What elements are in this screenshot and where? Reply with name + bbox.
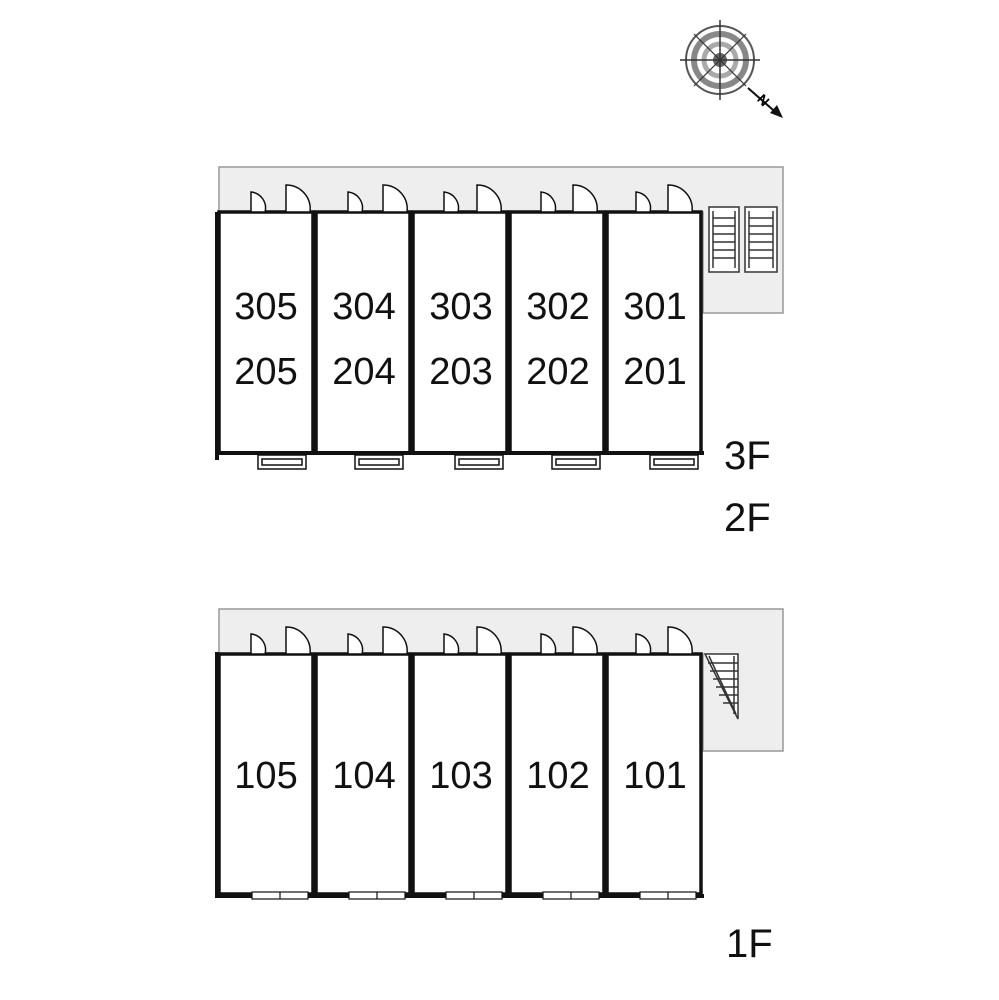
lower-doors xyxy=(250,626,693,655)
upper-doors xyxy=(250,184,693,213)
unit-label: 103 xyxy=(429,755,492,797)
unit-101 xyxy=(605,652,703,896)
unit-302-202 xyxy=(508,210,606,455)
unit-label-top: 302 xyxy=(526,286,589,328)
unit-105 xyxy=(217,652,315,896)
unit-303-203 xyxy=(411,210,509,455)
floor-label-2f: 2F xyxy=(724,496,771,540)
unit-label-top: 301 xyxy=(623,286,686,328)
floor-label-3f: 3F xyxy=(724,434,771,478)
unit-label-bottom: 202 xyxy=(526,351,589,393)
unit-label-bottom: 204 xyxy=(332,351,395,393)
unit-label-bottom: 201 xyxy=(623,351,686,393)
unit-304-204 xyxy=(314,210,412,455)
unit-label-bottom: 203 xyxy=(429,351,492,393)
floor-label-1f: 1F xyxy=(726,922,773,966)
unit-103 xyxy=(411,652,509,896)
unit-label: 104 xyxy=(332,755,395,797)
unit-301-201 xyxy=(605,210,703,455)
unit-label-top: 304 xyxy=(332,286,395,328)
unit-label: 101 xyxy=(623,755,686,797)
upper-block: 305 205 304 204 303 203 302 202 301 201 … xyxy=(215,166,784,540)
unit-label: 105 xyxy=(234,755,297,797)
unit-label-top: 305 xyxy=(234,286,297,328)
unit-305-205 xyxy=(217,210,315,455)
lower-windows xyxy=(251,891,697,900)
lower-block: 105 104 103 102 101 1F xyxy=(215,608,784,966)
upper-balconies xyxy=(257,454,699,470)
unit-label-bottom: 205 xyxy=(234,351,297,393)
lower-stairs xyxy=(703,653,739,720)
compass-icon: N xyxy=(680,20,783,118)
unit-104 xyxy=(314,652,412,896)
unit-label-top: 303 xyxy=(429,286,492,328)
upper-stairs xyxy=(708,206,778,273)
unit-label: 102 xyxy=(526,755,589,797)
